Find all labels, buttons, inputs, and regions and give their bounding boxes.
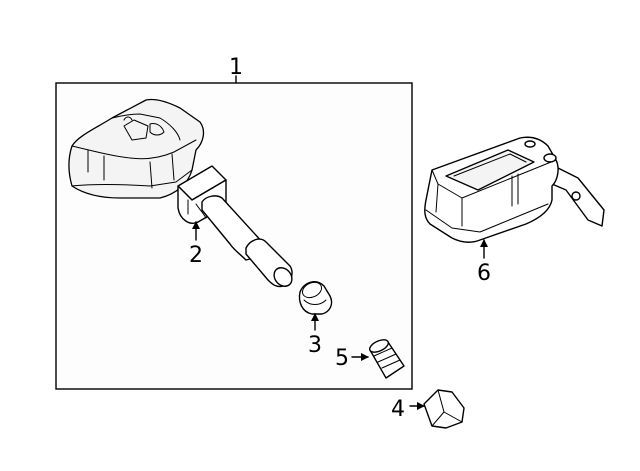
callout-4: 4 (391, 397, 405, 422)
part-5 (368, 339, 405, 379)
part-4 (423, 389, 465, 429)
sensor-housing (68, 98, 205, 199)
callout-5: 5 (335, 346, 349, 371)
callout-3: 3 (308, 333, 322, 358)
callout-2: 2 (189, 243, 203, 268)
valve-cap (298, 281, 333, 315)
valve-stem (177, 165, 293, 288)
receiver-module (424, 136, 605, 243)
callout-1: 1 (229, 55, 243, 80)
callout-6: 6 (477, 261, 491, 286)
